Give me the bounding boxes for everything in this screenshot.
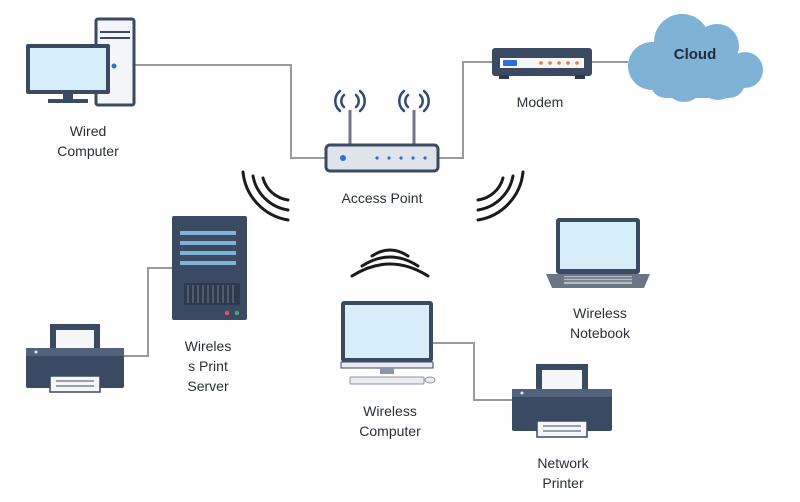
label-network-printer: Network Printer <box>537 455 589 491</box>
label-wireless-notebook: Wireless Notebook <box>570 305 630 341</box>
antenna-signal-left-icon <box>334 89 366 113</box>
cloud-icon <box>628 14 763 102</box>
label-access-point: Access Point <box>341 190 423 206</box>
cable-ap-to-modem <box>438 61 492 159</box>
wireless-computer-icon <box>340 301 436 385</box>
wifi-signal-left-icon <box>241 170 290 222</box>
notebook-icon <box>546 218 650 288</box>
label-cloud: Cloud <box>673 46 717 63</box>
printer-left-icon <box>26 324 124 393</box>
cable-wired-to-ap <box>134 64 326 159</box>
cable-wireless-computer-to-network-printer <box>433 342 512 401</box>
label-wireless-print-server: Wireles s Print Server <box>184 338 232 394</box>
antenna-signal-right-icon <box>398 89 430 113</box>
cable-printer-to-print-server <box>124 267 172 357</box>
network-printer-icon <box>512 364 612 438</box>
access-point-icon <box>324 110 440 173</box>
label-modem: Modem <box>516 94 564 110</box>
label-wired-computer: Wired Computer <box>57 123 119 159</box>
modem-icon <box>492 48 592 79</box>
wifi-signal-right-icon <box>476 170 525 222</box>
label-wireless-computer: Wireless Computer <box>359 403 421 439</box>
wired-computer-icon <box>26 17 136 107</box>
print-server-icon <box>172 216 247 320</box>
wifi-signal-bottom-icon <box>350 248 430 278</box>
cables <box>124 61 628 401</box>
